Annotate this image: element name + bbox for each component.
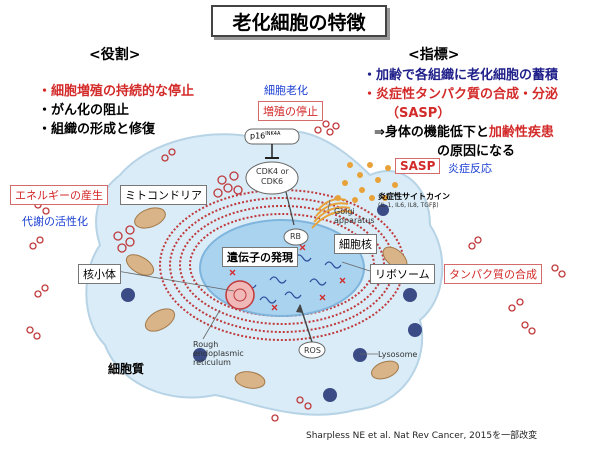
lysosome-label: Lysosome bbox=[378, 350, 418, 359]
rough-er-label-line2: endoplasmic bbox=[193, 349, 244, 358]
nucleus-label: 細胞核 bbox=[334, 234, 377, 254]
senescence-label: 細胞老化 bbox=[264, 84, 308, 97]
role-item-tissue-repair: ・組織の形成と修復 bbox=[38, 122, 156, 137]
cdk-node bbox=[245, 161, 299, 195]
indicator-line-cause: の原因になる bbox=[437, 144, 516, 159]
nucleolus-label: 核小体 bbox=[78, 264, 121, 284]
indicator-decline-text: ⇒身体の機能低下と bbox=[374, 125, 489, 140]
mitochondria-label: ミトコンドリア bbox=[120, 185, 207, 205]
gene-expression-label: 遺伝子の発現 bbox=[222, 247, 298, 267]
p16-text: p16 bbox=[250, 131, 266, 141]
lysosomes bbox=[121, 204, 422, 402]
page-title: 老化細胞の特徴 bbox=[211, 5, 387, 37]
ros-label: ROS bbox=[304, 346, 321, 355]
role-item-cancer-prevention: ・がん化の阻止 bbox=[38, 103, 130, 118]
cdk-label-line2: CDK6 bbox=[261, 177, 284, 186]
role-header: <役割> bbox=[89, 47, 141, 63]
nucleolus bbox=[225, 280, 255, 310]
indicator-line-accumulation: ・加齢で各組織に老化細胞の蓄積 bbox=[363, 68, 559, 83]
citation: Sharpless NE et al. Nat Rev Cancer, 2015… bbox=[306, 431, 538, 441]
p16-label: p16INK4A bbox=[250, 131, 280, 141]
leader-lines bbox=[116, 199, 378, 355]
golgi-label-line1: Golgi bbox=[334, 207, 355, 216]
inflammation-label: 炎症反応 bbox=[448, 162, 492, 175]
sasp-label: SASP bbox=[395, 158, 441, 174]
golgi-apparatus bbox=[311, 198, 353, 229]
p16-superscript: INK4A bbox=[265, 131, 281, 137]
indicator-header: <指標> bbox=[408, 47, 460, 63]
rb-label: RB bbox=[290, 232, 302, 241]
indicator-line-inflammatory-protein: ・炎症性タンパク質の合成・分泌 bbox=[363, 87, 559, 102]
rough-er-label-line1: Rough bbox=[193, 340, 219, 349]
growth-arrest-label: 増殖の停止 bbox=[258, 101, 323, 121]
dna-damage-marks bbox=[229, 244, 346, 311]
indicator-line-sasp: （SASP） bbox=[386, 106, 451, 121]
indicator-age-disease: 加齢性疾患 bbox=[488, 125, 554, 140]
rough-er-label-line3: reticulum bbox=[193, 358, 231, 367]
p16-pathway bbox=[244, 128, 326, 359]
indicator-line-decline: ⇒身体の機能低下と加齢性疾患 bbox=[374, 123, 554, 142]
mitochondria bbox=[125, 207, 408, 389]
protein-synthesis-label: タンパク質の合成 bbox=[444, 264, 542, 284]
metabolism-label: 代謝の活性化 bbox=[22, 215, 88, 228]
golgi-label-line2: apparatus bbox=[334, 216, 375, 225]
rb-node bbox=[283, 228, 309, 246]
cytokine-label: 炎症性サイトカイン bbox=[378, 192, 450, 201]
role-item-growth-arrest: ・細胞増殖の持続的な停止 bbox=[38, 84, 195, 99]
ribosome-label: リボソーム bbox=[370, 264, 435, 284]
sasp-secretion bbox=[335, 162, 398, 203]
role-list: ・細胞増殖の持続的な停止 ・がん化の阻止 ・組織の形成と修復 bbox=[38, 82, 194, 139]
cytokine-sub-label: (IL-1, IL6, IL8, TGFβ) bbox=[378, 202, 439, 209]
energy-production-label: エネルギーの産生 bbox=[10, 185, 108, 205]
cytoplasm-label: 細胞質 bbox=[108, 362, 145, 376]
cdk-label-line1: CDK4 or bbox=[256, 167, 289, 176]
